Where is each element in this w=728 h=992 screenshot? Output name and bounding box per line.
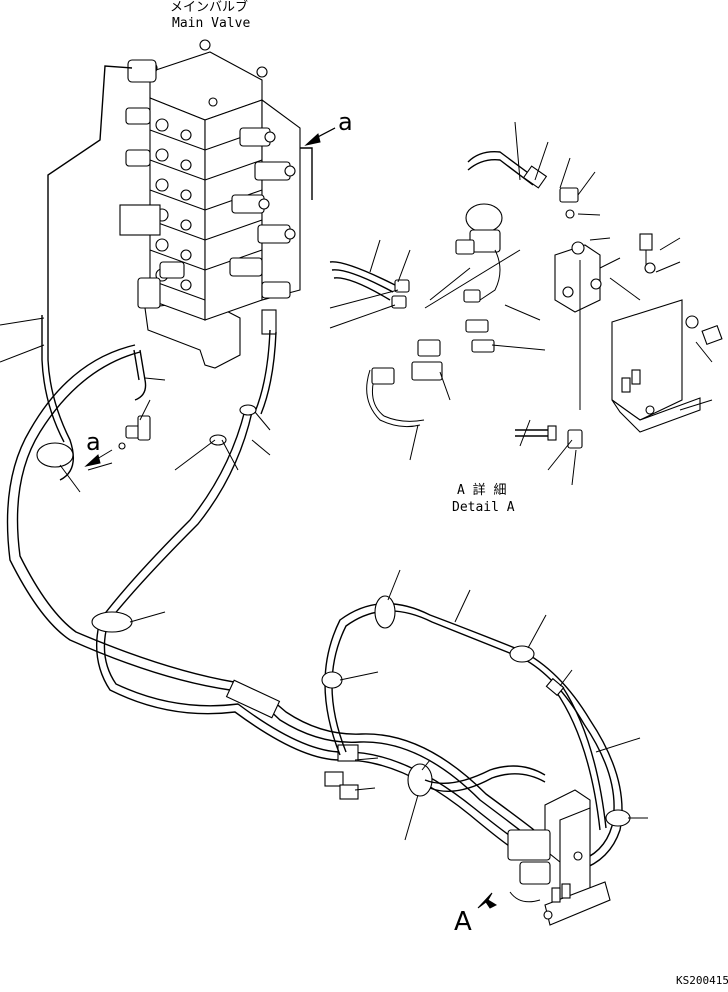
main-valve-label-jp: メインバルブ	[170, 0, 249, 15]
main-valve	[119, 39, 301, 369]
detail-a-label-jp: A 詳 細	[457, 483, 507, 498]
detail-a-label-en: Detail A	[452, 500, 515, 515]
ref-a-left: a	[86, 428, 101, 456]
detail-a-assembly	[329, 121, 723, 486]
leader-lines	[0, 127, 648, 841]
bottom-bracket	[477, 789, 611, 926]
drawing-code: KS200415	[676, 974, 728, 987]
view-a-label: A	[454, 907, 472, 937]
reference-arrows	[84, 127, 336, 467]
hose-assembly	[6, 310, 535, 849]
main-valve-label-en: Main Valve	[172, 16, 251, 31]
right-harness	[321, 595, 631, 871]
ref-a-top: a	[338, 108, 353, 136]
